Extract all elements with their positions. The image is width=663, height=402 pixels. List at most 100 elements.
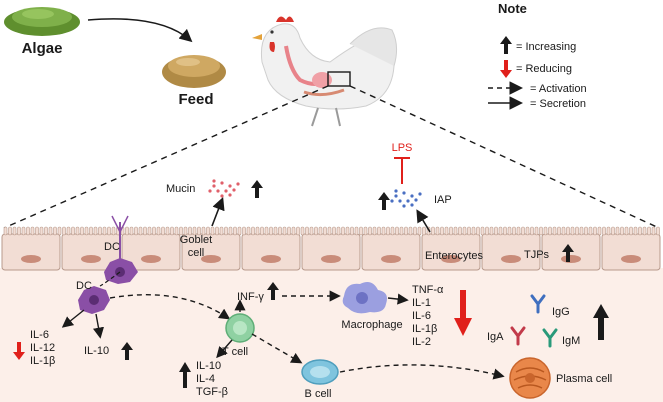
microvillus (633, 226, 638, 236)
microvillus (395, 226, 399, 236)
microvillus (368, 226, 372, 236)
microvillus (611, 226, 615, 236)
algae-powder-icon (4, 7, 80, 36)
microvillus (183, 226, 188, 236)
microvillus (377, 226, 381, 236)
microvillus (255, 226, 260, 236)
microvillus (75, 226, 80, 236)
lamina-dc-label: DC (76, 280, 92, 292)
microvillus (179, 226, 183, 236)
microvillus (579, 226, 584, 236)
iga-label: IgA (487, 331, 504, 343)
microvillus (525, 226, 530, 236)
igm-label: IgM (562, 335, 580, 347)
microvillus (8, 226, 12, 236)
cell-nucleus (261, 255, 281, 263)
iap-granule (418, 192, 422, 196)
microvillus (476, 226, 480, 236)
microvillus (530, 226, 534, 236)
epithelial-dc-label: DC (104, 241, 120, 253)
microvillus (480, 226, 485, 236)
epi-dc-link (99, 271, 121, 287)
microvillus (314, 226, 318, 236)
legend-reducing: = Reducing (516, 63, 572, 75)
microvillus (458, 226, 462, 236)
microvillus (152, 226, 156, 236)
microvillus (273, 226, 278, 236)
microvillus (233, 226, 237, 236)
microvillus (197, 226, 201, 236)
microvillus (71, 226, 75, 236)
microvillus (390, 226, 395, 236)
microvillus (539, 226, 543, 236)
macrophage-cytokine-4: IL-2 (412, 336, 431, 348)
macrophage-cytokine-1: IL-1 (412, 297, 431, 309)
igg-antibody-icon (530, 294, 546, 314)
note-legend: Note = Increasing = Reducing = Activatio… (488, 1, 587, 110)
microvillus (219, 226, 224, 236)
microvillus (647, 226, 651, 236)
microvillus (624, 226, 629, 236)
macrophage-cytokine-2: IL-6 (412, 310, 431, 322)
microvillus (422, 226, 426, 236)
microvillus (66, 226, 71, 236)
reducing-arrow-icon (500, 60, 512, 78)
iap-granule (394, 189, 398, 193)
microvillus (534, 226, 539, 236)
microvillus (206, 226, 210, 236)
microvillus (147, 226, 152, 236)
microvillus (269, 226, 273, 236)
iap-granule (398, 199, 402, 203)
microvillus (111, 226, 116, 236)
microvillus (102, 226, 107, 236)
microvillus (30, 226, 35, 236)
dc-to-il6-arrow (61, 309, 85, 328)
microvillus (413, 226, 417, 236)
microvillus (143, 226, 147, 236)
microvillus (291, 226, 296, 236)
microvillus (620, 226, 624, 236)
microvillus (345, 226, 350, 236)
microvillus (489, 226, 494, 236)
inf-label: INF-γ (237, 291, 264, 303)
cell-nucleus (441, 255, 461, 263)
mucin-label: Mucin (166, 183, 195, 195)
algae-label: Algae (22, 40, 63, 57)
microvillus (174, 226, 179, 236)
mucin-increase-arrow (251, 180, 263, 198)
microvillus (462, 226, 467, 236)
macrophage-to-cytokines-arrow (387, 293, 409, 305)
dc-il10-label: IL-10 (84, 345, 109, 357)
plasma-cell-label: Plasma cell (556, 373, 612, 385)
dc-cytokine-2: IL-1β (30, 355, 55, 367)
microvillus (543, 226, 548, 236)
iga-antibody-icon (510, 326, 526, 346)
microvillus (170, 226, 174, 236)
microvillus (602, 226, 606, 236)
microvillus (575, 226, 579, 236)
enterocyte-to-iap-arrow (416, 209, 431, 233)
iap-granule (414, 198, 418, 202)
mucin-granule (228, 193, 232, 197)
microvillus (507, 226, 512, 236)
microvillus (606, 226, 611, 236)
microvillus (557, 226, 561, 236)
microvillus (494, 226, 498, 236)
microvillus (453, 226, 458, 236)
microvillus (512, 226, 516, 236)
antibodies-increase-arrow (593, 304, 609, 340)
goblet-label-1: Goblet (180, 234, 212, 246)
tcell-cytokine-0: IL-10 (196, 360, 221, 372)
legend-activation: = Activation (530, 83, 587, 95)
microvillus (350, 226, 354, 236)
tcell-cytokines-increase-arrow (179, 362, 191, 388)
iap-granule (410, 194, 414, 198)
microvillus (503, 226, 507, 236)
microvillus (296, 226, 300, 236)
microvillus (318, 226, 323, 236)
macrophage-cytokine-0: TNF-α (412, 284, 444, 296)
microvillus (381, 226, 386, 236)
microvillus (282, 226, 287, 236)
microvillus (57, 226, 62, 236)
microvillus (399, 226, 404, 236)
